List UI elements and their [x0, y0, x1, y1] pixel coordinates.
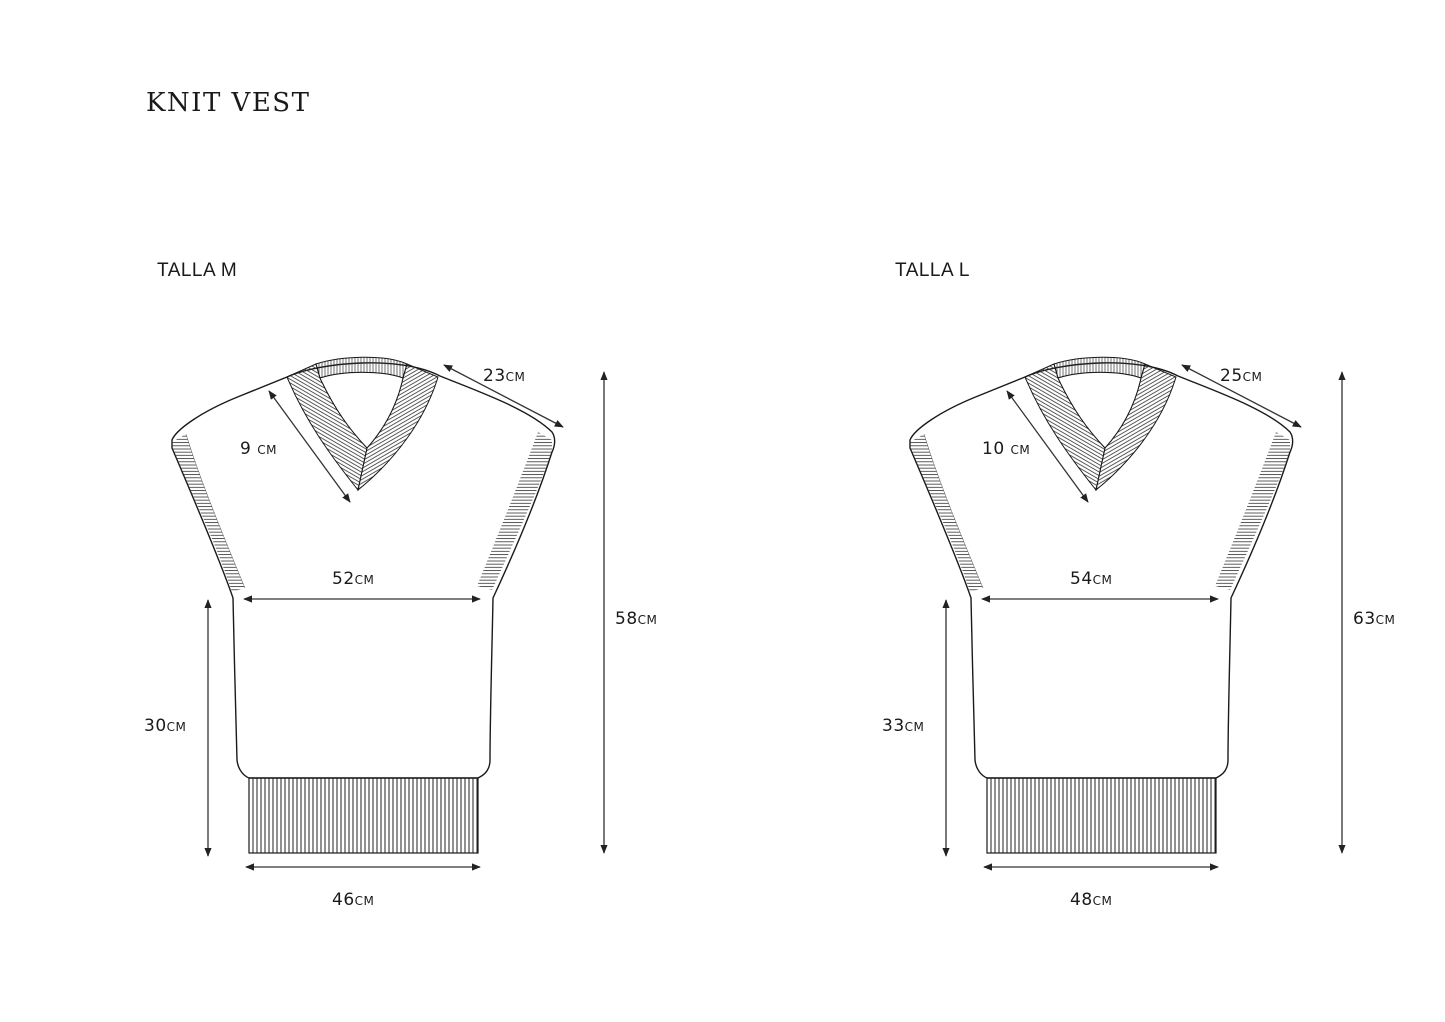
shoulder-measure: 23cm — [483, 366, 525, 386]
vest-diagram-l: 25cm 10 cm 54cm 63cm 33cm 48cm — [882, 356, 1395, 910]
vest-diagram-m: 23cm 9 cm 52cm 58cm 30cm 46cm — [144, 356, 657, 910]
chest-measure: 52cm — [332, 569, 374, 589]
shoulder-arrow — [443, 364, 564, 428]
neck-depth-measure: 9 cm — [240, 439, 277, 459]
neck-depth-measure: 10 cm — [982, 439, 1030, 459]
body-length-measure: 33cm — [882, 716, 924, 736]
body-length-measure: 30cm — [144, 716, 186, 736]
size-label-m: TALLA M — [157, 260, 238, 281]
hem-measure: 48cm — [1070, 890, 1112, 910]
page-title: KNIT VEST — [146, 88, 311, 118]
neck-depth-arrow — [268, 390, 351, 503]
size-label-l: TALLA L — [895, 260, 970, 281]
length-measure: 63cm — [1353, 609, 1395, 629]
chest-measure: 54cm — [1070, 569, 1112, 589]
neck-depth-arrow — [1006, 390, 1089, 503]
shoulder-measure: 25cm — [1220, 366, 1262, 386]
hem-measure: 46cm — [332, 890, 374, 910]
shoulder-arrow — [1181, 364, 1302, 428]
length-measure: 58cm — [615, 609, 657, 629]
